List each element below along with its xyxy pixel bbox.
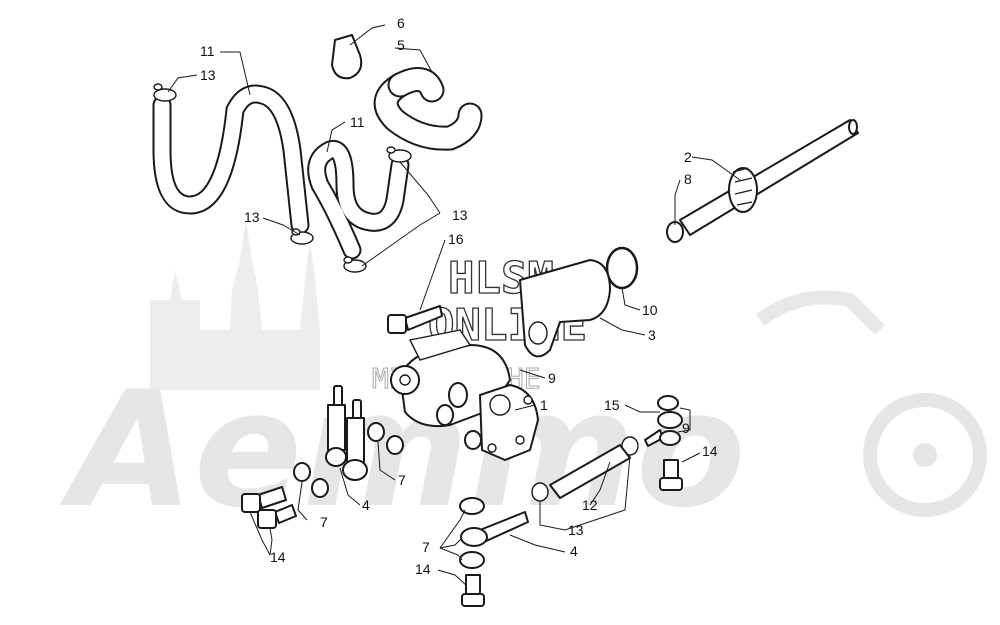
callout-1: 1 [540, 397, 548, 413]
hose-clamp-13-top-left [153, 83, 177, 102]
callout-8: 8 [684, 171, 692, 187]
washer-9-a [657, 395, 679, 411]
callout-14-right: 14 [702, 443, 718, 459]
banjo-bolt-14-left-b [257, 504, 297, 529]
callout-12: 12 [582, 497, 598, 513]
callout-11-center: 11 [350, 114, 365, 130]
watermark-motorcycle [755, 290, 885, 335]
callout-6: 6 [397, 15, 405, 31]
banjo-bolt-14-left-a [241, 486, 287, 513]
callout-15: 15 [604, 397, 620, 413]
watermark: Aemmo HLSM ONLINE MICROFICHE [59, 220, 987, 543]
callout-3: 3 [648, 327, 656, 343]
oil-pump-1 [390, 329, 539, 461]
washer-7-e [459, 497, 485, 515]
washer-7-a [367, 422, 385, 442]
hose-5 [373, 67, 483, 151]
callout-16: 16 [448, 231, 464, 247]
hose-11-left [152, 84, 310, 235]
callout-10: 10 [642, 302, 658, 318]
watermark-wheel [863, 393, 987, 517]
fitting-4-left [325, 385, 347, 467]
pump-housing-3 [519, 259, 611, 358]
callout-5: 5 [397, 37, 405, 53]
callout-4-left: 4 [362, 497, 370, 513]
washer-7-b [386, 435, 404, 455]
callout-9-center: 9 [548, 370, 556, 386]
callout-7-center: 7 [398, 472, 406, 488]
watermark-hub [913, 443, 937, 467]
banjo-bolt-14-right [659, 459, 683, 491]
o-ring-10 [605, 246, 639, 290]
washer-7-f [459, 551, 485, 569]
callout-9-right: 9 [682, 420, 690, 436]
callout-11-left: 11 [200, 43, 215, 59]
hose-clamp-13-top-right [386, 146, 412, 163]
washer-9-b [657, 411, 683, 429]
washer-9-c [659, 430, 681, 446]
callout-2: 2 [684, 149, 692, 165]
banjo-bolt-14-bottom [461, 574, 485, 607]
drive-shaft-2 [679, 119, 859, 236]
fitting-4-bottom [460, 511, 529, 547]
hose-11-center [307, 140, 410, 260]
callout-4-bottom: 4 [570, 543, 578, 559]
bolt-16 [387, 305, 443, 334]
washer-7-d [311, 478, 329, 498]
hose-clamp-13-bottom [531, 436, 639, 502]
watermark-skyline [150, 220, 320, 390]
callout-7-bottom: 7 [422, 539, 430, 555]
callout-13-right: 13 [452, 207, 468, 223]
callout-14-left: 14 [270, 549, 286, 565]
callout-14-bottom: 14 [415, 561, 431, 577]
washer-7-c [293, 462, 311, 482]
callout-13-top-left: 13 [200, 67, 216, 83]
callout-13-left: 13 [244, 209, 260, 225]
hose-clamp-13-center [343, 256, 367, 273]
fitting-4-right [342, 399, 368, 481]
clamp-6 [331, 34, 363, 80]
callout-labels: 6 5 11 13 11 2 8 13 13 16 10 3 9 1 15 9 … [200, 15, 718, 577]
callout-13-bottom: 13 [568, 522, 584, 538]
leader-lines [167, 24, 741, 586]
callout-7-left: 7 [320, 514, 328, 530]
